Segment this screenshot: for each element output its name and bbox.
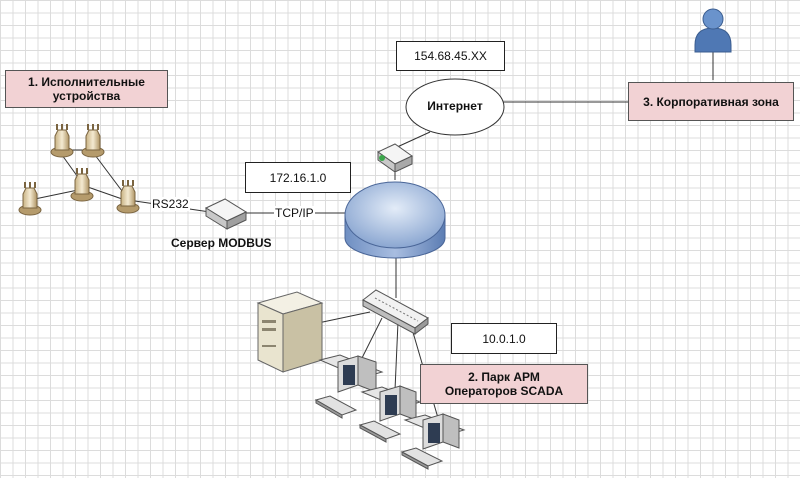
internet-ip-box: 154.68.45.XX (396, 41, 505, 71)
link-switch-ws2 (394, 321, 399, 391)
server-net-text: 172.16.1.0 (269, 170, 327, 185)
server-tower-icon (256, 291, 324, 373)
field-device-3-icon (70, 168, 94, 202)
workstation-3-icon (400, 413, 466, 470)
rs232-label: RS232 (151, 197, 190, 211)
workstation-2-icon (358, 385, 422, 443)
executive-devices-label: 1. Исполнительные устройства (5, 70, 168, 108)
field-device-4-icon (116, 180, 140, 214)
server-net-box: 172.16.1.0 (245, 162, 351, 193)
modbus-server-label: Сервер MODBUS (171, 236, 272, 250)
modbus-server-icon (204, 198, 248, 230)
field-device-1-icon (50, 124, 74, 158)
scada-net-box: 10.0.1.0 (451, 323, 557, 354)
internet-label: Интернет (427, 99, 483, 113)
scada-net-text: 10.0.1.0 (482, 331, 526, 346)
internet-ip-text: 154.68.45.XX (414, 49, 487, 63)
switch-icon (362, 289, 429, 336)
link-device-b-d (94, 154, 126, 196)
hub-cylinder (344, 181, 446, 259)
field-device-5-icon (18, 182, 42, 216)
link-router-internet (394, 131, 431, 149)
link-device-e-c (29, 189, 79, 201)
router-icon (377, 143, 413, 173)
user-icon (694, 8, 732, 53)
corporate-zone-label: 3. Корпоративная зона (628, 82, 794, 121)
link-switch-ws1 (359, 317, 383, 363)
tcpip-label: TCP/IP (274, 206, 315, 220)
field-device-2-icon (81, 124, 105, 158)
scada-park-label: 2. Парк АРМ Операторов SCADA (420, 364, 588, 404)
workstation-1-icon (314, 354, 384, 419)
link-switch-server (317, 311, 371, 324)
internet-cloud (405, 78, 505, 136)
